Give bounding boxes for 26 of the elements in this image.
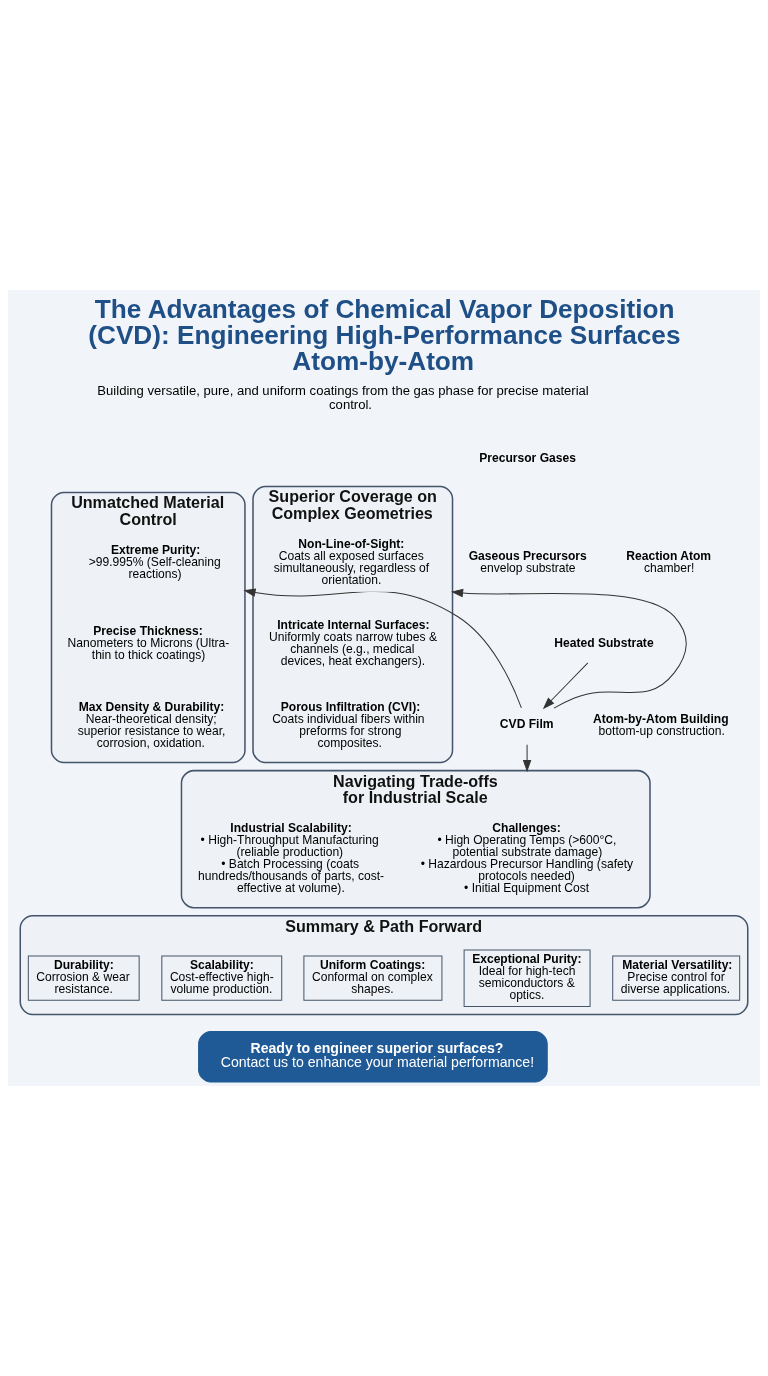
node-text: Precursor Gases	[479, 451, 576, 466]
arrow	[542, 662, 589, 710]
node-box: Exceptional Purity: Ideal for high-tech semiconductors & optics.	[463, 949, 591, 1007]
arrow	[451, 588, 687, 709]
node-box: Material Versatility: Precise control for diverse applications.	[612, 955, 741, 1001]
node-text: Heated Substrate	[554, 635, 654, 650]
node-text: Extreme Purity: >99.995% (Self-cleaning reactions)	[88, 542, 221, 581]
node-text: Intricate Internal Surfaces: Uniformly coats narrow tubes & channels (e.g., medical devices, heat exchangers).	[269, 618, 437, 669]
node-text: Atom-by-Atom Building bottom-up construction.	[593, 711, 729, 738]
node-box: Ready to engineer superior surfaces? Contact us to enhance your material performance!	[198, 1031, 548, 1083]
node-text: Max Density & Durability: Near-theoretical density; superior resistance to wear, corrosion, oxidation.	[77, 699, 226, 751]
node-text: Non-Line-of-Sight: Coats all exposed surfaces simultaneously, regardless of orientation.	[273, 536, 430, 587]
arrow	[243, 588, 522, 709]
arrow	[522, 744, 532, 773]
node-text: Industrial Scalability: • High-Throughput Manufacturing (reliable production) • Batch Processing (coats hundreds/thousands of parts, cost-effective at volume).	[198, 820, 385, 896]
node-box: Scalability: Cost-effective high-volume production.	[161, 955, 283, 1001]
node-text: Challenges: • High Operating Temps (>600°C, potential substrate damage) • Hazardous Precursor Handling (safety protocols needed) • Initial Equipment Cost	[420, 820, 634, 896]
node-text: Precise Thickness: Nanometers to Microns (Ultra-thin to thick coatings)	[67, 624, 230, 663]
node-box: Uniform Coatings: Conformal on complex shapes.	[303, 955, 443, 1001]
node-box: Durability: Corrosion & wear resistance.	[27, 955, 140, 1001]
node-text: CVD Film	[499, 717, 554, 732]
diagram-title: The Advantages of Chemical Vapor Deposition (CVD): Engineering High-Performance Surfaces Atom-by-Atom	[88, 294, 681, 377]
node-text: Gaseous Precursors envelop substrate	[468, 548, 587, 575]
node-text: Reaction Atom chamber!	[626, 548, 712, 575]
node-text: Porous Infiltration (CVI): Coats individual fibers within preforms for strong composites.	[272, 699, 425, 751]
label: Building versatile, pure, and uniform coatings from the gas phase for precise material control.	[97, 383, 589, 413]
